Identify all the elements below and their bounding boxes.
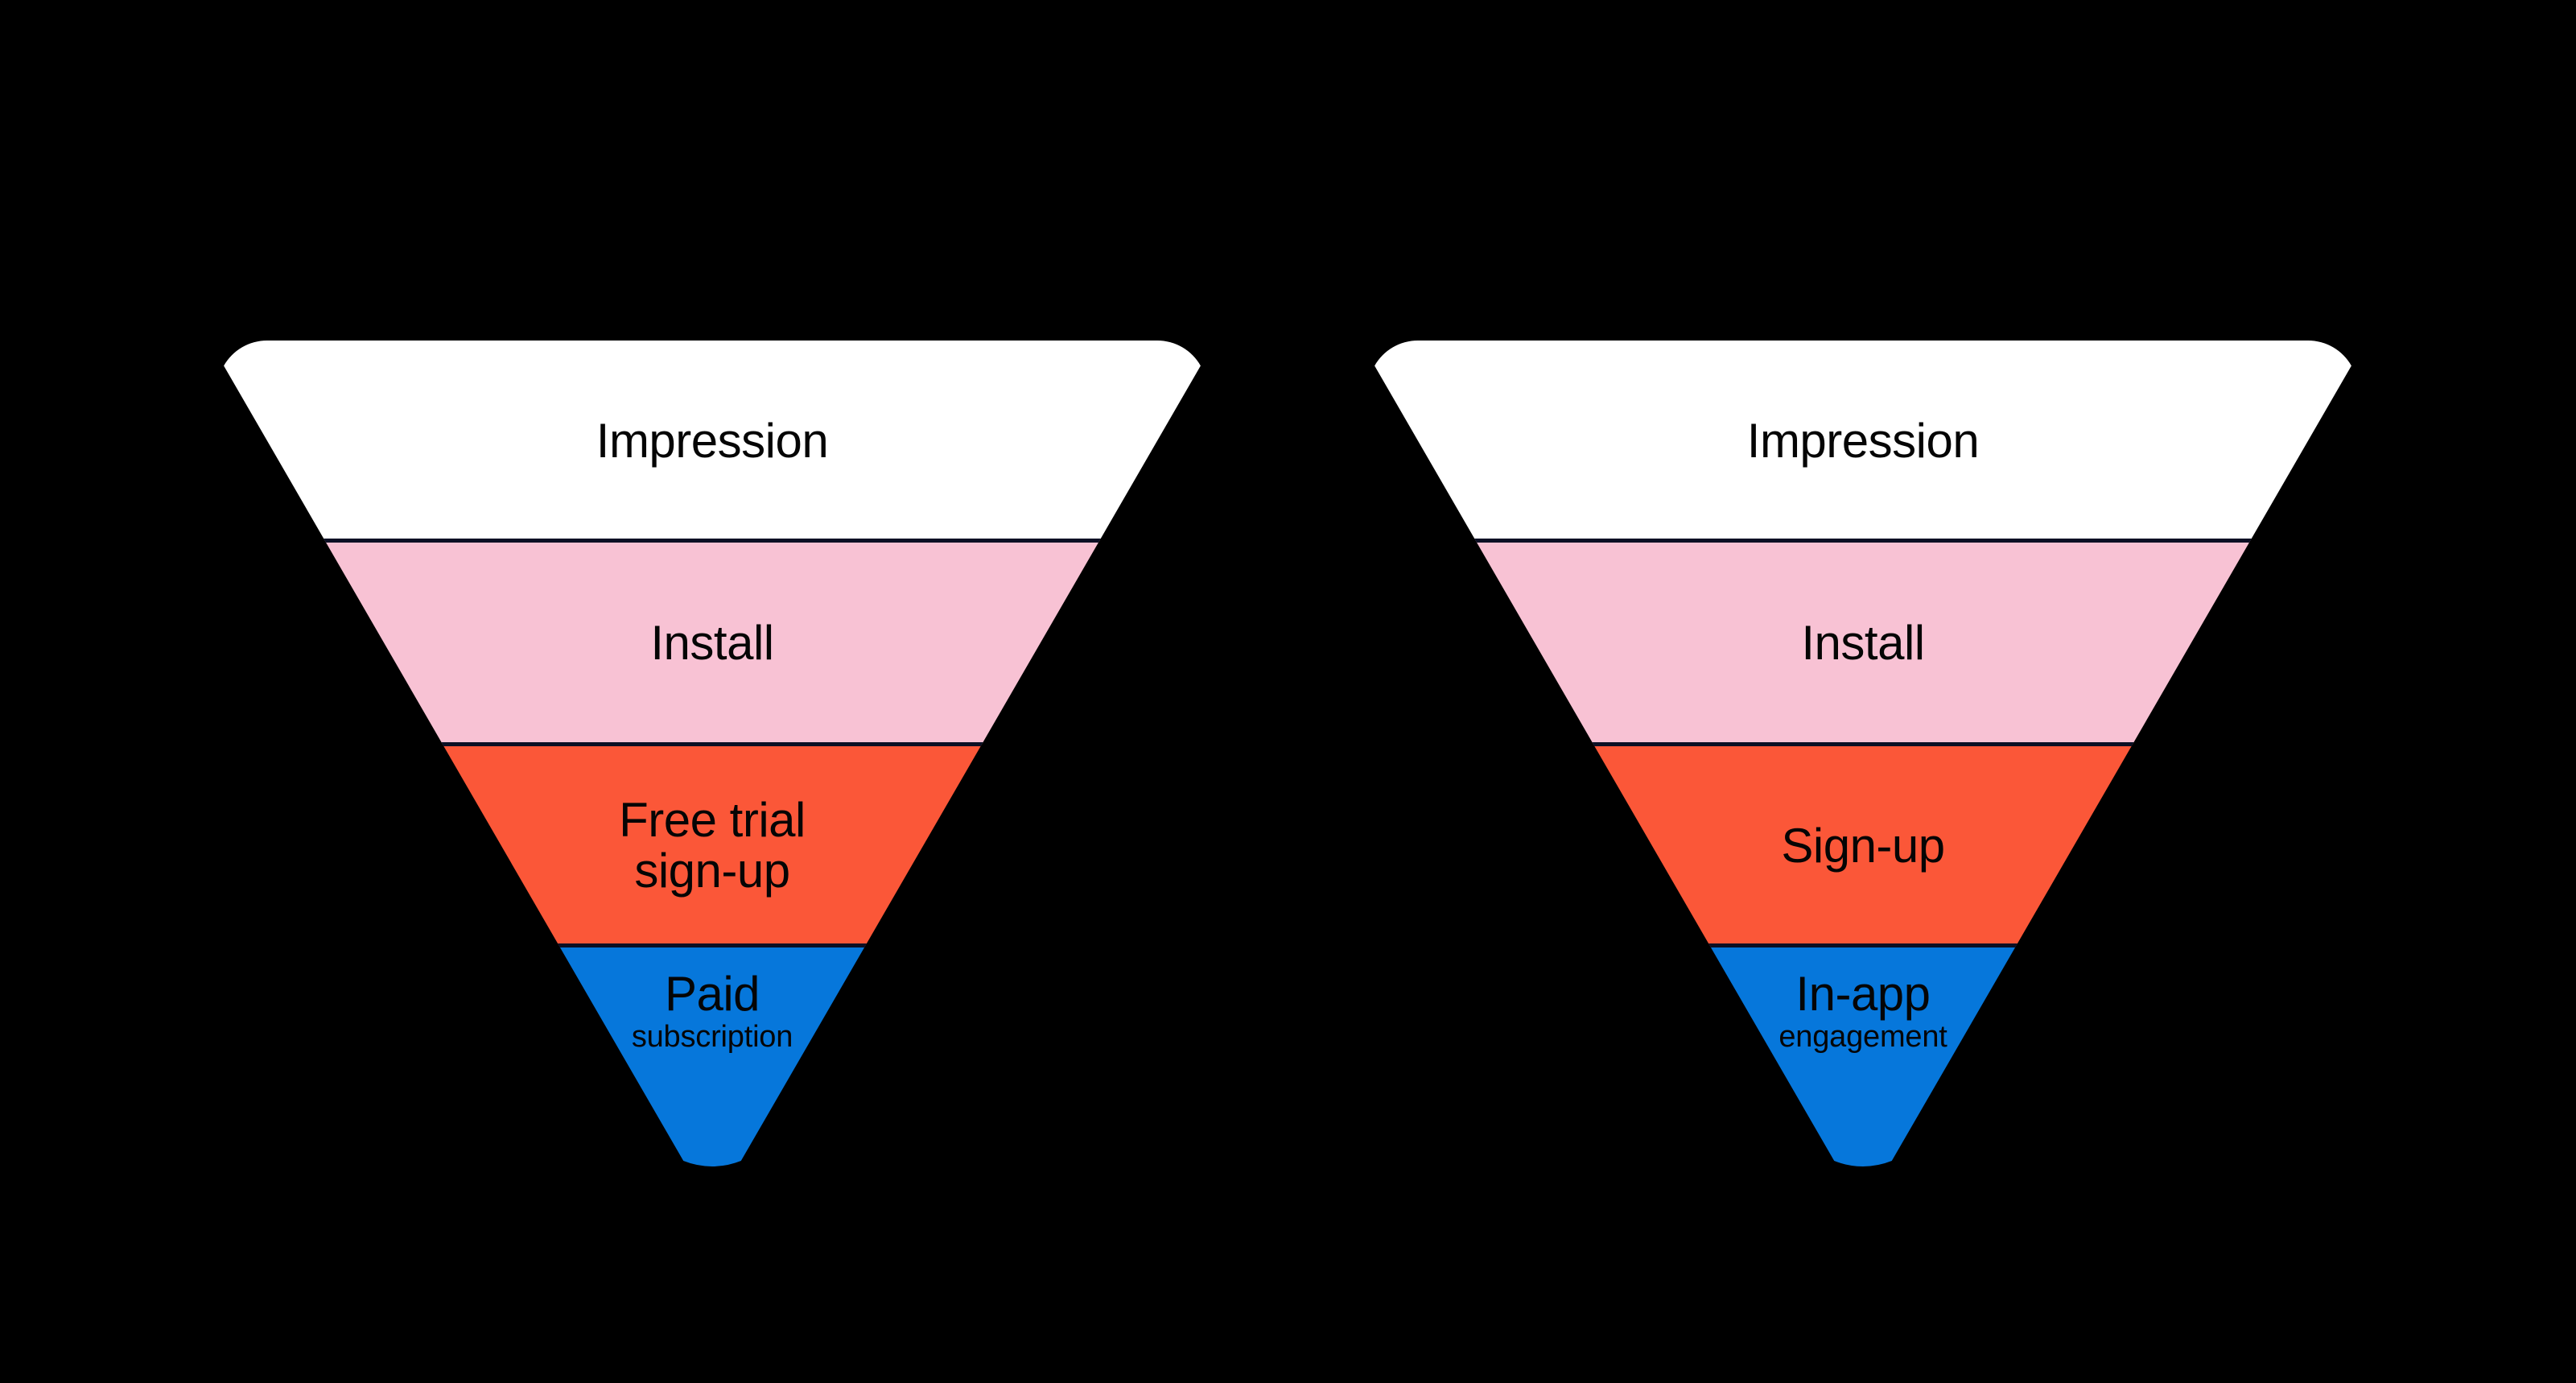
funnel-band-sign-up[interactable] <box>1336 745 2390 946</box>
funnel-band-install[interactable] <box>1336 541 2390 745</box>
funnel-band-impression[interactable] <box>1336 341 2390 541</box>
funnel-band-divider <box>224 539 1201 543</box>
funnel-band-divider <box>1375 539 2351 543</box>
funnel-band-divider <box>224 742 1201 746</box>
funnel-band-divider <box>1375 943 2351 947</box>
funnel-band-paid-subscription[interactable] <box>185 946 1239 1212</box>
engagement-funnel <box>1336 341 2390 1212</box>
funnel-band-free-trial-sign-up[interactable] <box>185 745 1239 946</box>
funnel-band-install[interactable] <box>185 541 1239 745</box>
funnel-band-divider <box>224 943 1201 947</box>
funnel-band-in-app-engagement[interactable] <box>1336 946 2390 1212</box>
funnel-band-impression[interactable] <box>185 341 1239 541</box>
funnel-band-divider <box>1375 742 2351 746</box>
subscription-funnel <box>185 341 1239 1212</box>
